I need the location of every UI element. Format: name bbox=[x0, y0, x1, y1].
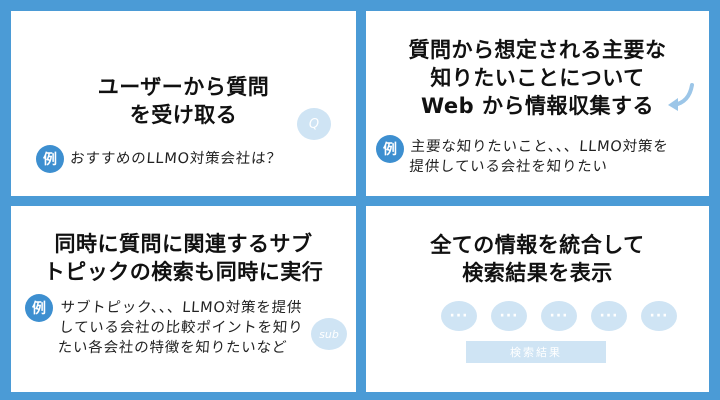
example-badge: 例 bbox=[376, 135, 404, 163]
step-title: ユーザーから質問 を受け取る bbox=[97, 75, 270, 127]
example-text: おすすめのLLMO対策会社は？ bbox=[69, 151, 283, 167]
step-panel-integrate-results: 全ての情報を統合して 検索結果を表示 ··· ··· ··· ··· ··· 検… bbox=[366, 206, 709, 392]
search-result-bar: 検索結果 bbox=[466, 341, 606, 363]
step-panel-subtopic-search: 同時に質問に関連するサブ トピックの検索も同時に実行 例 サブトピック、、、LL… bbox=[11, 206, 356, 392]
source-bubbles: ··· ··· ··· ··· ··· bbox=[441, 301, 677, 331]
source-bubble: ··· bbox=[591, 301, 627, 331]
source-bubble: ··· bbox=[441, 301, 477, 331]
step-title: 同時に質問に関連するサブ トピックの検索も同時に実行 bbox=[43, 232, 324, 284]
sub-bubble-icon: sub bbox=[311, 318, 347, 350]
example-badge: 例 bbox=[36, 145, 64, 173]
q-bubble-icon: Q bbox=[297, 108, 331, 140]
example-text: 主要な知りたいこと、、、LLMO対策を 提供している会社を知りたい bbox=[408, 139, 669, 175]
step-panel-web-search: 質問から想定される主要な 知りたいことについて Web から情報収集する 例 主… bbox=[366, 11, 709, 196]
curved-arrow-icon bbox=[668, 83, 694, 111]
step-title: 質問から想定される主要な 知りたいことについて Web から情報収集する bbox=[408, 38, 667, 118]
source-bubble: ··· bbox=[541, 301, 577, 331]
step-title: 全ての情報を統合して 検索結果を表示 bbox=[430, 233, 645, 285]
step-panel-receive-question: ユーザーから質問 を受け取る Q 例 おすすめのLLMO対策会社は？ bbox=[11, 11, 356, 196]
example-badge: 例 bbox=[25, 294, 53, 322]
source-bubble: ··· bbox=[641, 301, 677, 331]
example-text: サブトピック、、、LLMO対策を提供 している会社の比較ポイントを知り たい各会… bbox=[57, 300, 304, 356]
source-bubble: ··· bbox=[491, 301, 527, 331]
